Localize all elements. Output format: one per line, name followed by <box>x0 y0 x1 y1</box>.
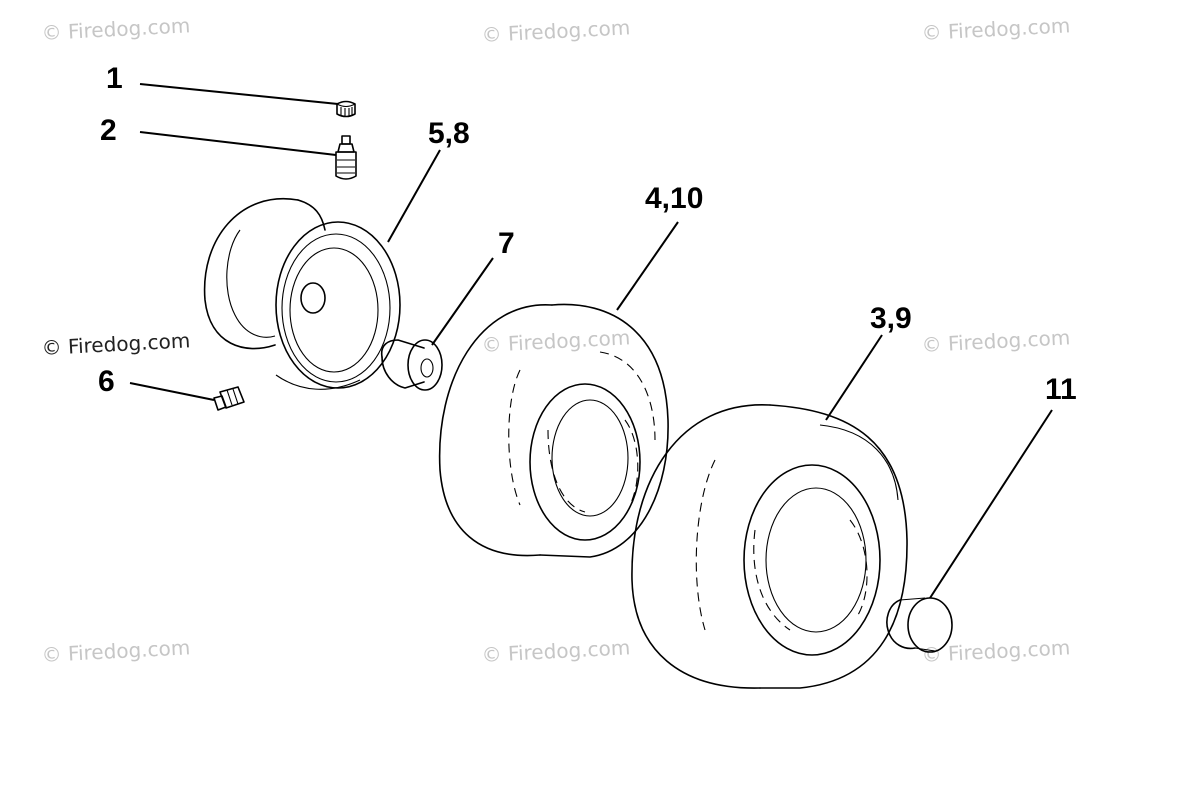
watermark-top-center: © Firedog.com <box>481 15 631 47</box>
watermark-layer: © Firedog.com © Firedog.com © Firedog.co… <box>41 13 1071 667</box>
watermark-mid-right: © Firedog.com <box>921 325 1071 357</box>
watermark-mid-left: © Firedog.com <box>41 328 191 360</box>
leader-6 <box>129 382 215 401</box>
callout-5-8: 5,8 <box>428 117 470 150</box>
watermark-mid-center: © Firedog.com <box>481 325 631 357</box>
callout-4-10: 4,10 <box>645 182 703 215</box>
watermark-bottom-right: © Firedog.com <box>921 635 1071 667</box>
watermark-top-right: © Firedog.com <box>921 13 1071 45</box>
valve-stem-part <box>335 135 357 180</box>
watermark-bottom-left: © Firedog.com <box>41 635 191 667</box>
callout-3-9: 3,9 <box>870 302 912 335</box>
rear-tire-part <box>631 404 908 689</box>
leader-2 <box>139 131 337 156</box>
bushing-part <box>380 339 443 391</box>
callout-11: 11 <box>1045 373 1077 406</box>
wheel-rim-part <box>203 197 401 390</box>
front-tire-part <box>438 303 669 558</box>
leader-lines <box>129 83 1053 599</box>
leader-39 <box>825 334 883 421</box>
leader-410 <box>616 221 679 311</box>
callout-6: 6 <box>98 365 115 398</box>
leader-58 <box>387 149 441 243</box>
callout-7: 7 <box>498 227 515 260</box>
leader-11 <box>929 409 1053 599</box>
callout-labels: 1 2 5,8 7 4,10 3,9 6 11 <box>98 62 1077 406</box>
leader-1 <box>139 83 339 105</box>
watermark-top-left: © Firedog.com <box>41 13 191 45</box>
callout-1: 1 <box>106 62 123 95</box>
grease-fitting-part <box>213 386 245 411</box>
valve-cap-part <box>336 100 356 118</box>
watermark-bottom-center: © Firedog.com <box>481 635 631 667</box>
leader-7 <box>431 257 494 346</box>
callout-2: 2 <box>100 114 117 147</box>
